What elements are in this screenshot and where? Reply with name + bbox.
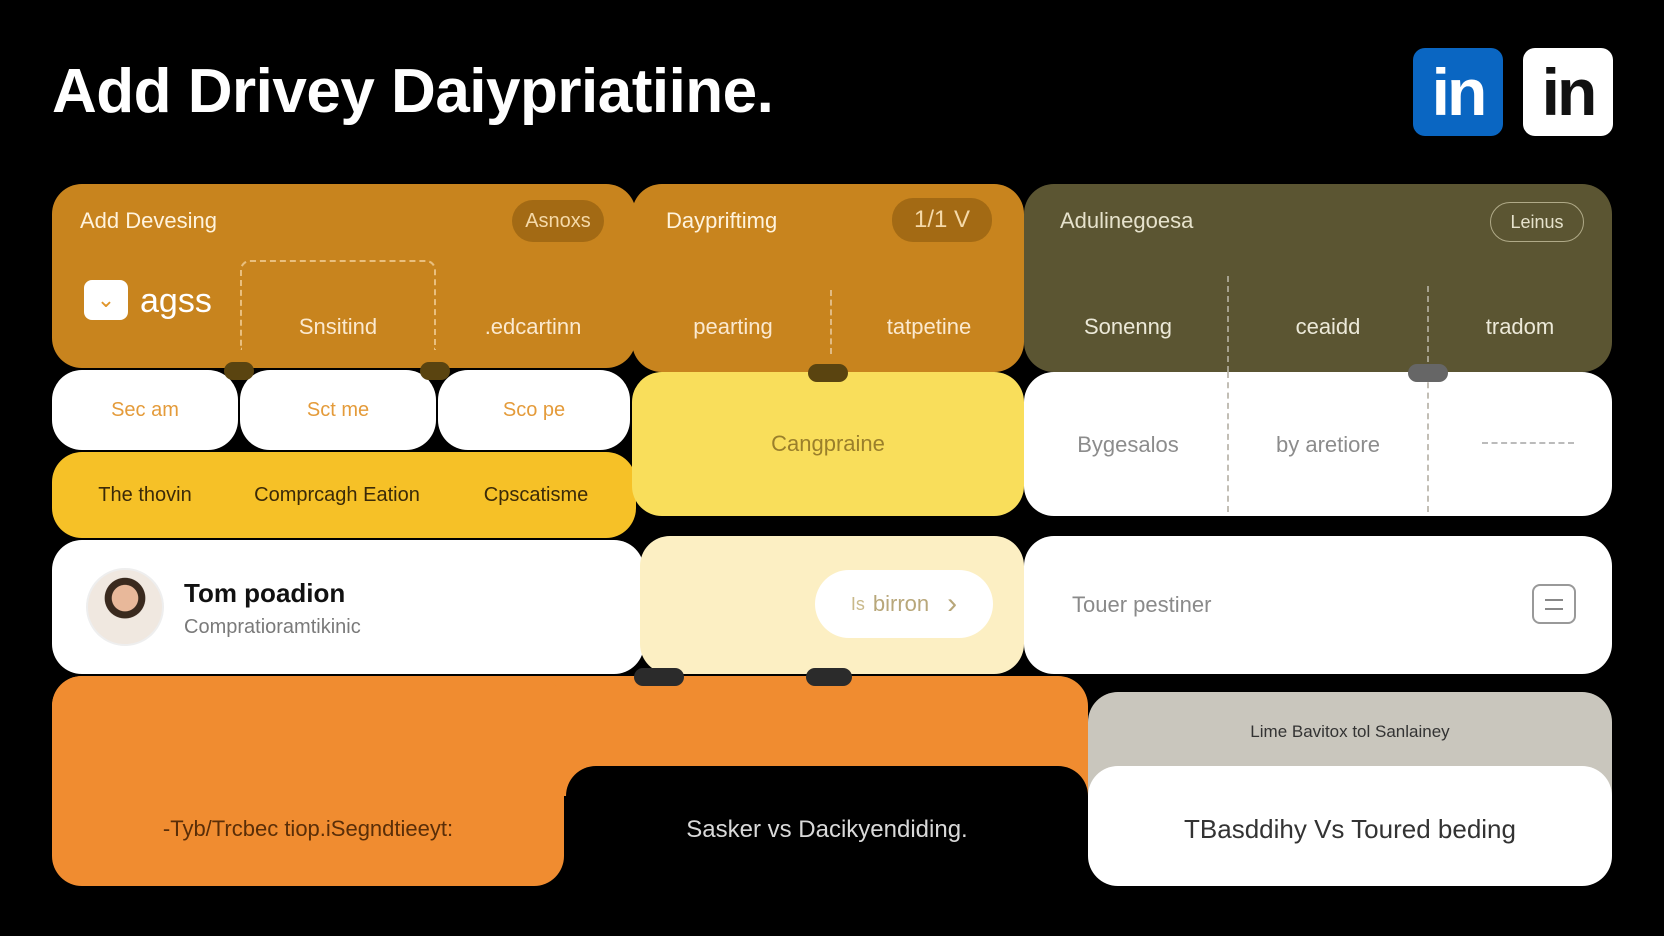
profile-role: Compratioramtikinic (184, 616, 361, 638)
panel3-sub3: tradom (1485, 314, 1555, 339)
panel2-sub2: tatpetine (886, 314, 972, 339)
app-label: agss (140, 282, 212, 320)
action-button[interactable]: Is birron › (815, 570, 993, 638)
yellow-row-item-1[interactable]: The thovin (98, 484, 192, 506)
yellow-row-item-2[interactable]: Comprcagh Eation (254, 484, 420, 506)
panel1-sub1: Snsitind (298, 314, 378, 339)
page-title: Add Drivey Daiypriatiine. (52, 57, 774, 126)
panel1-header: Add Devesing (80, 208, 217, 233)
profile-name: Tom poadion (184, 578, 346, 608)
panel3-sub2: ceaidd (1295, 314, 1361, 339)
white-panel-item-2[interactable]: by aretiore (1276, 432, 1380, 457)
connector-knob (808, 364, 848, 382)
chevron-right-icon: › (947, 587, 958, 620)
bottom-left-text: -Tyb/Trcbec tiop.iSegndtieeyt: (162, 816, 454, 841)
connector-knob (224, 362, 254, 380)
menu-icon[interactable] (1532, 584, 1576, 624)
panel2-pill-button[interactable]: 1/1 V (892, 198, 992, 242)
white-pill-2[interactable]: Sct me (240, 370, 436, 450)
linkedin-blue-icon[interactable]: in (1413, 48, 1503, 136)
right-field-card (1024, 536, 1612, 674)
panel3-sub1: Sonenng (1083, 314, 1173, 339)
right-field-text[interactable]: Touer pestiner (1072, 592, 1212, 617)
grey-panel-label: Lime Bavitox tol Sanlainey (1250, 722, 1450, 741)
panel2-sub1: pearting (693, 314, 773, 339)
bottom-middle-text: Sasker vs Dacikyendiding. (686, 816, 968, 843)
bottom-right-text: TBasddihy Vs Toured beding (1184, 814, 1516, 844)
yellow-row (52, 452, 636, 538)
white-panel-item-3-placeholder (1482, 442, 1574, 444)
connector-knob (806, 668, 852, 686)
connector-knob (1408, 364, 1448, 382)
divider (1427, 286, 1429, 372)
bottom-white-card[interactable] (1088, 766, 1612, 886)
action-button-label: birron (872, 591, 930, 616)
black-cutout (566, 766, 1088, 936)
yellow-panel[interactable]: Cangpraine (632, 372, 1024, 516)
white-panel-item-1[interactable]: Bygesalos (1077, 432, 1179, 457)
panel-adulinegoesa (1024, 184, 1612, 372)
linkedin-white-icon[interactable]: in (1523, 48, 1613, 136)
chevron-down-icon: ⌄ (84, 280, 128, 320)
divider (1227, 276, 1229, 372)
panel2-header: Daypriftimg (666, 208, 778, 233)
white-panel-right (1024, 372, 1612, 516)
avatar (86, 568, 164, 646)
connector-knob (634, 668, 684, 686)
orange-bottom-left-block (52, 676, 564, 886)
panel3-header: Adulinegoesa (1060, 208, 1194, 233)
panel1-sub2: .edcartinn (484, 314, 582, 339)
dashed-frame (240, 260, 436, 350)
white-pill-1[interactable]: Sec am (52, 370, 238, 450)
panel1-pill-button[interactable]: Asnoxs (512, 200, 604, 242)
panel3-pill-button[interactable]: Leinus (1490, 202, 1584, 242)
connector-knob (420, 362, 450, 380)
white-pill-3[interactable]: Sco pe (438, 370, 630, 450)
divider (1227, 372, 1229, 512)
yellow-row-item-3[interactable]: Cpscatisme (483, 484, 589, 506)
divider (1427, 372, 1429, 512)
divider (830, 290, 832, 354)
action-button-prefix: Is (850, 593, 865, 614)
